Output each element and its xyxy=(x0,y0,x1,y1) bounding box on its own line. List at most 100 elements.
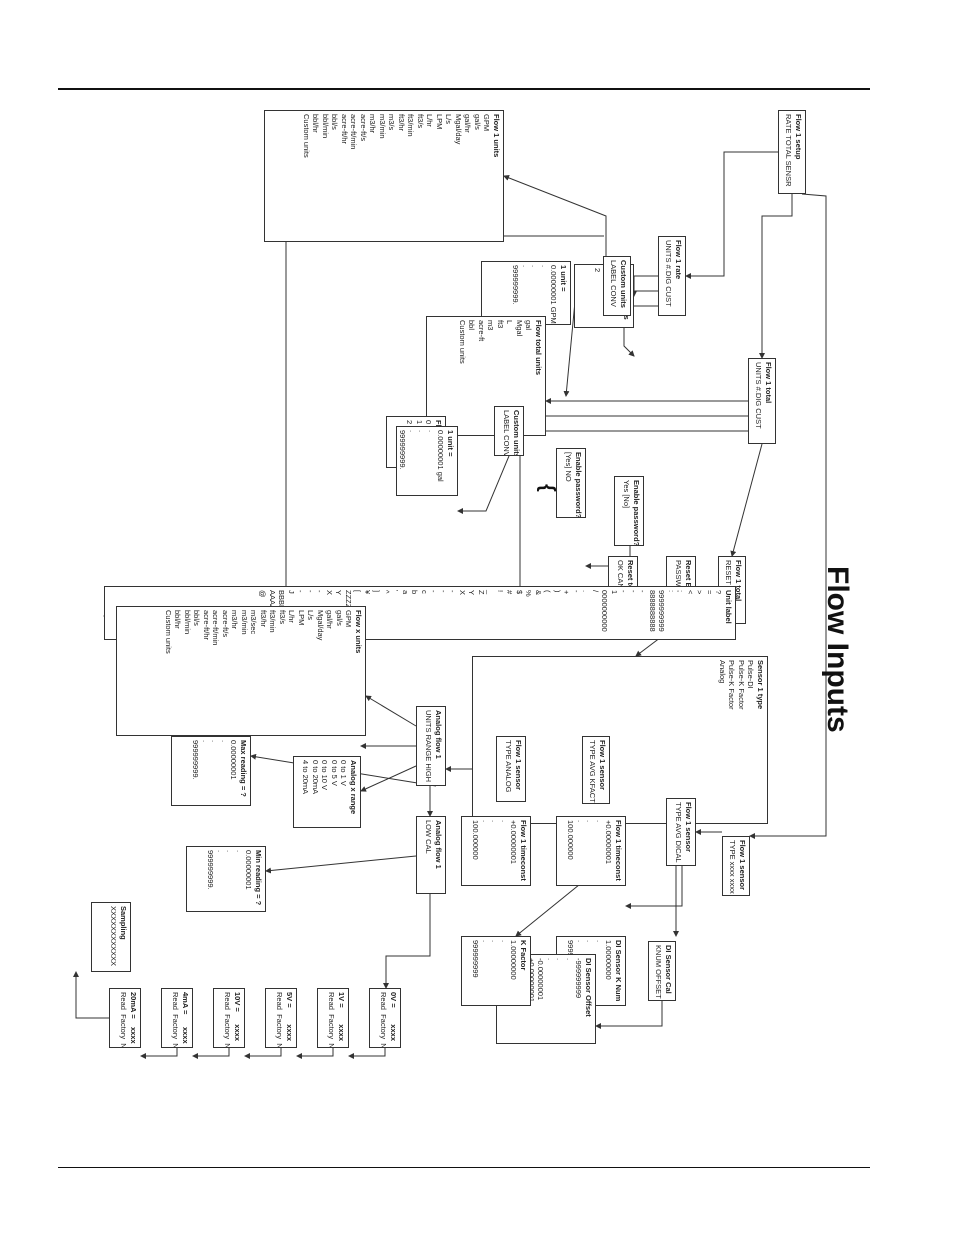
box-line: . xyxy=(546,958,555,961)
box-line: Flow 1 sensor xyxy=(738,840,747,891)
box-line: LPM xyxy=(297,610,306,626)
box-line: Flow 1 units xyxy=(492,114,501,158)
box-line: TYPE xxxx xxxx xyxy=(728,840,738,894)
connector-line xyxy=(759,194,793,359)
box-line: + xyxy=(562,590,572,595)
box-line: . xyxy=(201,740,210,743)
box-line: LOW CAL xyxy=(424,820,434,854)
box-line: Custom units xyxy=(458,320,467,364)
box-line: m3/min xyxy=(240,610,249,635)
box-line: . xyxy=(210,740,220,743)
box-line: L/s xyxy=(306,610,316,621)
box-line: ^ xyxy=(382,590,391,594)
box-line: . xyxy=(581,590,591,593)
box-line: ! xyxy=(496,590,505,593)
box-line: acre-ft/min xyxy=(349,114,359,150)
box-line: Flow 1 sensor xyxy=(684,802,693,853)
box-line: bbl/s xyxy=(192,610,202,626)
box-line: TYPE AVG DICAL xyxy=(674,802,684,863)
box-line: L/hr xyxy=(287,610,297,623)
box-line: Read Factory Next xyxy=(327,992,337,1048)
box-line: ft3/s xyxy=(278,610,287,625)
box-line: 1V = xxxx xyxy=(337,992,346,1041)
box-line: gal xyxy=(524,320,534,331)
box-line: +0.00000001 xyxy=(509,820,519,865)
box-line: Pulse-K Factor xyxy=(737,660,746,710)
menu-box-max-reading: Max reading = ?0.00000001...999999999. xyxy=(171,736,251,806)
box-line: Mgal/day xyxy=(316,610,325,641)
box-line: 0 to 10 V xyxy=(320,760,330,791)
box-line: 100.000000 xyxy=(566,820,576,860)
box-line: Flow total units xyxy=(534,320,543,375)
box-line: LABEL CONV xyxy=(609,260,619,307)
box-line: - xyxy=(638,590,648,593)
box-line: Z xyxy=(477,590,486,595)
box-line: LPM xyxy=(435,114,444,130)
box-line: KNUM OFFSET xyxy=(654,945,664,999)
menu-box-enable-pw-yes: Enable password?Yes [No] xyxy=(614,476,644,546)
box-line: 10V = xxxx xyxy=(233,992,242,1041)
box-line: . xyxy=(408,430,417,433)
box-line: Flow 1 rate xyxy=(674,240,683,280)
box-line: Analog x range xyxy=(349,760,358,815)
box-line: Custom units xyxy=(164,610,173,654)
box-line: 999999999. xyxy=(191,740,201,780)
box-line: UNITS #.DIG CUST xyxy=(754,362,764,429)
box-line: X xyxy=(458,590,467,596)
box-line: 0.00000001 gal xyxy=(436,430,446,482)
box-line: UNITS RANGE HIGH xyxy=(424,710,434,783)
box-line: . xyxy=(225,850,235,853)
box-line: -999999999 xyxy=(574,958,584,999)
box-line: 20mA = xxxx xyxy=(129,992,138,1044)
box-line: bbl/min xyxy=(321,114,330,139)
box-line: ft3/min xyxy=(406,114,416,137)
connector-line xyxy=(265,855,417,874)
box-line: gal/hr xyxy=(325,610,335,629)
box-line: DI Sensor Cal xyxy=(664,945,673,994)
box-line: acre-ft xyxy=(477,320,486,342)
box-line: < xyxy=(686,590,695,595)
box-line: Pulse-K Factor xyxy=(727,660,737,710)
box-line: acre-ft/s xyxy=(221,610,230,638)
box-line: m3/min xyxy=(378,114,387,139)
menu-box-k-timeconst: Flow 1 timeconst+0.00000001...100.000000 xyxy=(461,816,531,886)
brace-kfactor: { xyxy=(536,484,558,492)
box-line: Flow x units xyxy=(354,610,363,654)
box-line: = xyxy=(705,590,714,595)
box-line: Read Factory Next xyxy=(275,992,285,1048)
box-line: Mgal/day xyxy=(454,114,463,145)
box-line: Flow 1 timeconst xyxy=(519,820,528,881)
box-line: L/hr xyxy=(425,114,435,127)
box-line: . xyxy=(576,820,585,823)
box-line: acre-ft/s xyxy=(359,114,368,142)
box-line: acre-ft/hr xyxy=(202,610,211,641)
box-line: Enable password? xyxy=(632,480,641,546)
box-line: 4 to 20mA xyxy=(301,760,311,795)
footer-rule xyxy=(58,1167,870,1168)
box-line: gal/s xyxy=(335,610,344,626)
box-line: Pulse-DI xyxy=(746,660,756,689)
connector-line xyxy=(625,866,683,909)
box-line: Y xyxy=(467,590,477,596)
box-line: 0.00000001 xyxy=(229,740,239,780)
box-line: Custom units xyxy=(512,410,521,456)
box-line: 4mA = xxxx xyxy=(181,992,190,1044)
box-line: m3/hr xyxy=(368,114,378,134)
connector-line xyxy=(296,1048,334,1059)
